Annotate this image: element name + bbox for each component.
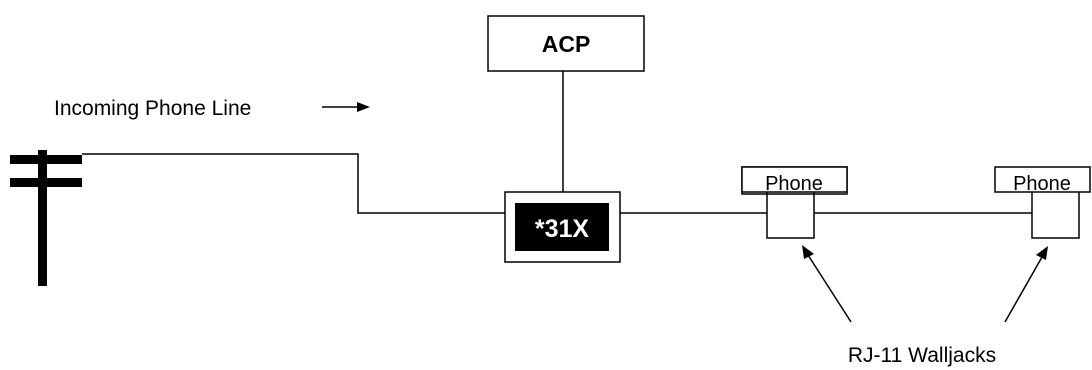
walljack-2-pointer-head xyxy=(1036,246,1048,260)
module-31x: *31X xyxy=(504,191,621,263)
phone-1: Phone xyxy=(741,166,848,195)
module-inner-block xyxy=(515,203,609,251)
walljacks-label: RJ-11 Walljacks xyxy=(848,344,996,367)
acp-box: ACP xyxy=(487,15,645,72)
walljack-1-pointer-head xyxy=(802,245,814,259)
acp-box-frame xyxy=(487,15,645,72)
walljack-2-pointer xyxy=(1004,246,1048,323)
walljack-1-pointer xyxy=(802,245,852,323)
incoming-wire xyxy=(82,153,505,214)
phone-1-label: Phone xyxy=(765,173,823,195)
module-label: *31X xyxy=(535,215,590,243)
arrow-head xyxy=(357,102,370,112)
incoming-line-label: Incoming Phone Line xyxy=(54,97,251,120)
phone-2: Phone xyxy=(994,166,1091,195)
walljack-2-box xyxy=(1031,190,1080,239)
walljack-1-pointer-line xyxy=(807,254,852,323)
walljack-2-pointer-line xyxy=(1004,256,1043,323)
telephone-pole-icon xyxy=(10,150,82,286)
pole-crossbar-top xyxy=(10,155,82,164)
acp-label: ACP xyxy=(542,31,591,57)
right-arrow-icon xyxy=(322,102,370,112)
phone-2-frame xyxy=(994,166,1091,193)
walljack-1 xyxy=(766,190,815,239)
walljack-2 xyxy=(1031,190,1080,239)
phone-2-label: Phone xyxy=(1013,173,1071,195)
walljack-1-box xyxy=(766,190,815,239)
pole-crossbar-bottom xyxy=(10,178,82,187)
phone-1-frame xyxy=(741,166,848,193)
pole-post xyxy=(38,150,47,286)
